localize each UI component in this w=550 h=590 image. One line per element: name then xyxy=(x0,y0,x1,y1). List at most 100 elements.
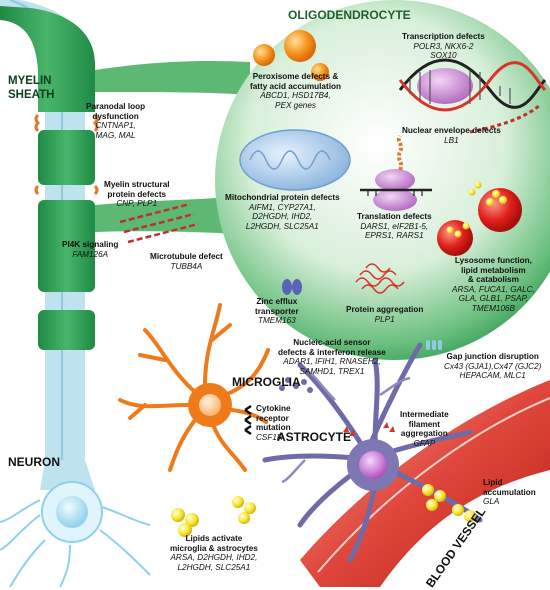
mitochondrial-heading: Mitochondrial protein defects xyxy=(225,193,340,202)
intermediate-heading-2: filament xyxy=(408,419,441,429)
cytokine-heading-2: receptor xyxy=(256,413,289,423)
lysosome-genes-3: TMEM106B xyxy=(471,303,516,313)
mitochondrial-label: Mitochondrial protein defects AIFM1, CYP… xyxy=(225,193,340,231)
lipid-droplets-icon xyxy=(171,484,476,537)
microglia-title: MICROGLIA xyxy=(232,375,301,389)
myelin-structural-heading-1: Myelin structural xyxy=(104,180,170,189)
microglia-cell xyxy=(118,303,270,472)
intermediate-heading-3: aggregation xyxy=(400,429,448,439)
lysosome-heading-3: & catabolism xyxy=(467,275,519,285)
lipids-activate-heading-2: microglia & astrocytes xyxy=(170,543,258,553)
microtubule-heading: Microtubule defect xyxy=(150,252,223,261)
protein-aggregation-label: Protein aggregation PLP1 xyxy=(346,305,423,324)
translation-heading: Translation defects xyxy=(357,212,432,221)
mitochondrial-genes-1: AIFM1, CYP27A1, xyxy=(248,202,316,212)
microtubule-label: Microtubule defect TUBB4A xyxy=(150,252,223,271)
nuclear-envelope-genes: LB1 xyxy=(444,135,459,145)
lysosome-heading-2: lipid metabolism xyxy=(461,265,526,275)
lysosome-label: Lysosome function, lipid metabolism & ca… xyxy=(452,256,535,314)
protein-aggregate-icon xyxy=(355,263,405,294)
intermediate-filament-label: Intermediate filament aggregation GFAP xyxy=(400,410,449,448)
intermediate-genes: GFAP xyxy=(413,438,436,448)
lipids-activate-genes-1: ARSA, D2HGDH, IHD2, xyxy=(170,553,258,563)
lysosome-icon xyxy=(437,181,522,256)
lipid-accumulation-heading-2: accumulation xyxy=(483,487,536,497)
microtubule-icon xyxy=(119,202,199,244)
peroxisome-label: Peroxisome defects & fatty acid accumula… xyxy=(250,72,341,110)
cytokine-label: Cytokine receptor mutation CSF1R xyxy=(256,404,291,442)
nucleic-acid-heading-2: defects & interferon release xyxy=(278,347,386,357)
nucleic-acid-heading-1: Nucleic-acid sensor xyxy=(293,338,371,347)
microtubule-genes: TUBB4A xyxy=(170,261,203,271)
paranodal-genes-1: CNTNAP1, xyxy=(95,121,136,131)
peroxisome-genes-2: PEX genes xyxy=(275,100,316,110)
protein-aggregation-heading: Protein aggregation xyxy=(346,305,424,314)
mitochondrial-genes-3: L2HGDH, SLC25A1 xyxy=(245,221,319,231)
myelin-title: MYELIN SHEATH xyxy=(8,74,54,102)
lysosome-heading-1: Lysosome function, xyxy=(454,256,532,265)
myelin-title-line1: MYELIN xyxy=(8,75,52,87)
paranodal-genes-2: MAG, MAL xyxy=(95,130,136,140)
lipid-accumulation-heading-1: Lipid xyxy=(483,478,503,487)
nucleic-acid-label: Nucleic-acid sensor defects & interferon… xyxy=(278,338,386,376)
mitochondrial-genes-2: D2HGDH, IHD2, xyxy=(252,212,313,222)
protein-aggregation-genes: PLP1 xyxy=(374,314,395,324)
translation-genes-1: DARS1, eIF2B1-5, xyxy=(360,221,429,231)
nuclear-envelope-heading: Nuclear envelope defects xyxy=(402,126,501,135)
myelin-title-line2: SHEATH xyxy=(8,89,55,101)
lipids-activate-genes-2: L2HGDH, SLC25A1 xyxy=(177,562,251,572)
gap-junction-genes-2: HEPACAM, MLC1 xyxy=(459,371,526,381)
translation-label: Translation defects DARS1, eIF2B1-5, EPR… xyxy=(357,212,432,241)
paranodal-heading-2: dysfunction xyxy=(92,111,139,121)
gap-junction-heading: Gap junction disruption xyxy=(446,352,539,361)
cytokine-heading-1: Cytokine xyxy=(256,404,291,413)
transcription-heading: Transcription defects xyxy=(402,32,485,41)
transcription-label: Transcription defects POLR3, NKX6-2 SOX1… xyxy=(402,32,485,61)
zinc-transporter-icon xyxy=(282,279,302,295)
paranodal-label: Paranodal loop dysfunction CNTNAP1, MAG,… xyxy=(86,102,145,140)
peroxisome-heading-2: fatty acid accumulation xyxy=(250,81,341,91)
paranodal-heading-1: Paranodal loop xyxy=(86,102,146,111)
astrocyte-title: ASTROCYTE xyxy=(277,430,352,444)
gap-junction-genes-1: Cx43 (GJA1),Cx47 (GJC2) xyxy=(444,361,542,371)
lysosome-genes-2: GLA, GLB1, PSAP, xyxy=(458,294,529,304)
peroxisome-genes-1: ABCD1, HSD17B4, xyxy=(260,91,331,101)
cytokine-genes: CSF1R xyxy=(256,432,283,442)
dna-nucleus-icon xyxy=(398,58,547,112)
neuron-title: NEURON xyxy=(8,455,61,469)
neuron-cell xyxy=(0,460,151,587)
myelin-sheath xyxy=(0,6,95,350)
ribosome-icon xyxy=(360,134,432,211)
pi4k-heading: PI4K signaling xyxy=(62,240,119,249)
peroxisome-icon xyxy=(253,30,329,81)
translation-genes-2: EPRS1, RARS1 xyxy=(364,231,424,241)
pi4k-label: PI4K signaling FAM126A xyxy=(62,240,118,259)
nucleic-acid-genes-1: ADAR1, IFIH1, RNASEH2, xyxy=(283,357,381,367)
nuclear-envelope-label: Nuclear envelope defects LB1 xyxy=(402,126,501,145)
lipid-accumulation-label: Lipid accumulation GLA xyxy=(483,478,536,507)
pi4k-genes: FAM126A xyxy=(72,249,109,259)
cytokine-heading-3: mutation xyxy=(256,423,291,433)
oligodendrocyte-title: OLIGODENDROCYTE xyxy=(288,8,411,22)
lysosome-genes-1: ARSA, FUCA1, GALC, xyxy=(452,284,535,294)
nuclear-envelope-icon xyxy=(469,103,541,134)
paranodal-loops xyxy=(34,113,99,196)
zinc-label: Zinc efflux transporter TMEM163 xyxy=(255,297,299,326)
myelin-structural-heading-2: protein defects xyxy=(107,189,167,199)
myelin-structural-label: Myelin structural protein defects CNP, P… xyxy=(104,180,170,209)
gap-junction-label: Gap junction disruption Cx43 (GJA1),Cx47… xyxy=(444,352,541,381)
peroxisome-heading-1: Peroxisome defects & xyxy=(252,72,339,81)
intermediate-heading-1: Intermediate xyxy=(400,410,449,419)
transcription-genes-1: POLR3, NKX6-2 xyxy=(413,41,474,51)
myelin-structural-genes: CNP, PLP1 xyxy=(116,199,158,209)
zinc-genes: TMEM163 xyxy=(257,316,296,326)
lipids-activate-label: Lipids activate microglia & astrocytes A… xyxy=(170,534,258,572)
nucleic-acid-genes-2: SAMHD1, TREX1 xyxy=(299,366,365,376)
lipid-accumulation-genes: GLA xyxy=(483,497,500,507)
zinc-heading-1: Zinc efflux xyxy=(256,297,298,306)
lipids-activate-heading-1: Lipids activate xyxy=(185,534,243,543)
mitochondrion-icon xyxy=(239,129,351,191)
transcription-genes-2: SOX10 xyxy=(430,51,457,61)
zinc-heading-2: transporter xyxy=(255,306,299,316)
